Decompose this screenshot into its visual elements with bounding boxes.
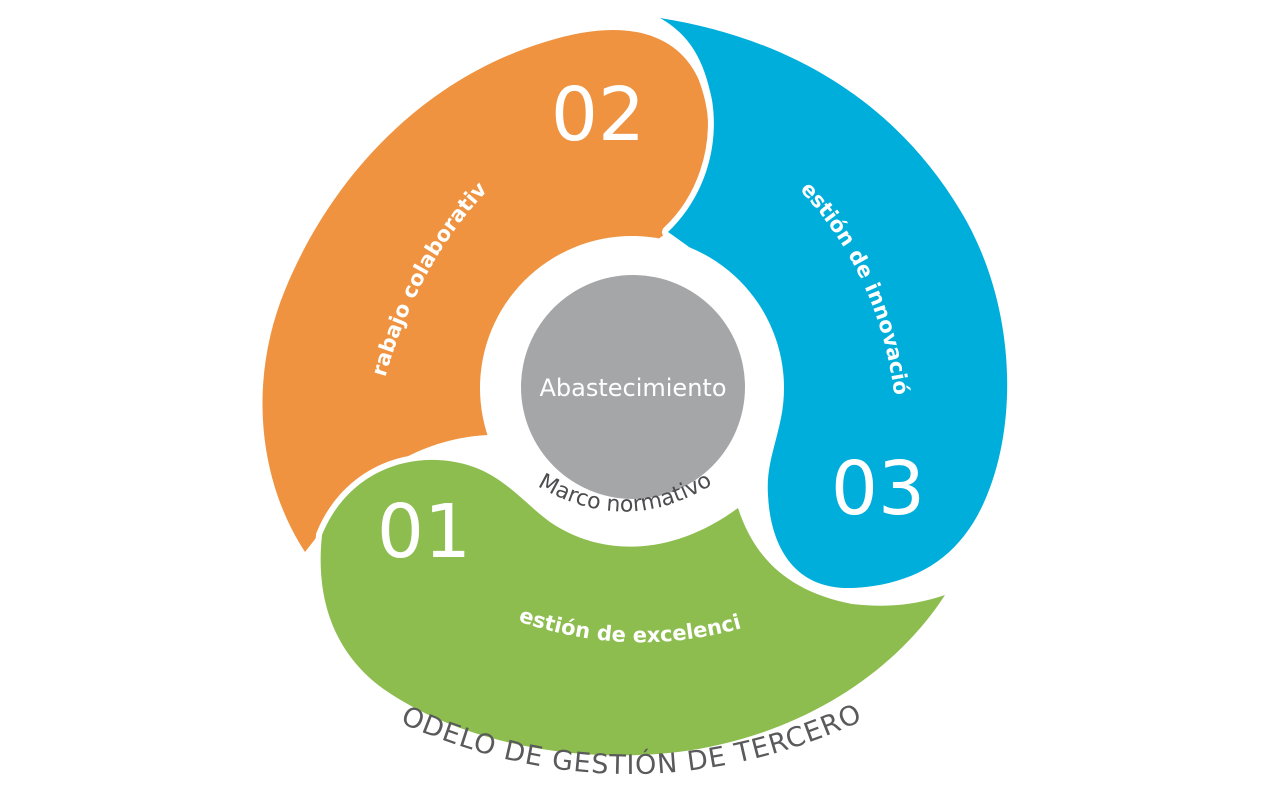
segment-green <box>314 453 951 762</box>
segment-green-number: 01 <box>377 489 471 575</box>
segment-blue <box>654 12 1014 595</box>
segment-blue-number: 03 <box>831 446 925 532</box>
center-label: Abastecimiento <box>539 374 726 402</box>
segment-orange-number: 02 <box>551 72 645 158</box>
center-circle <box>521 275 745 499</box>
